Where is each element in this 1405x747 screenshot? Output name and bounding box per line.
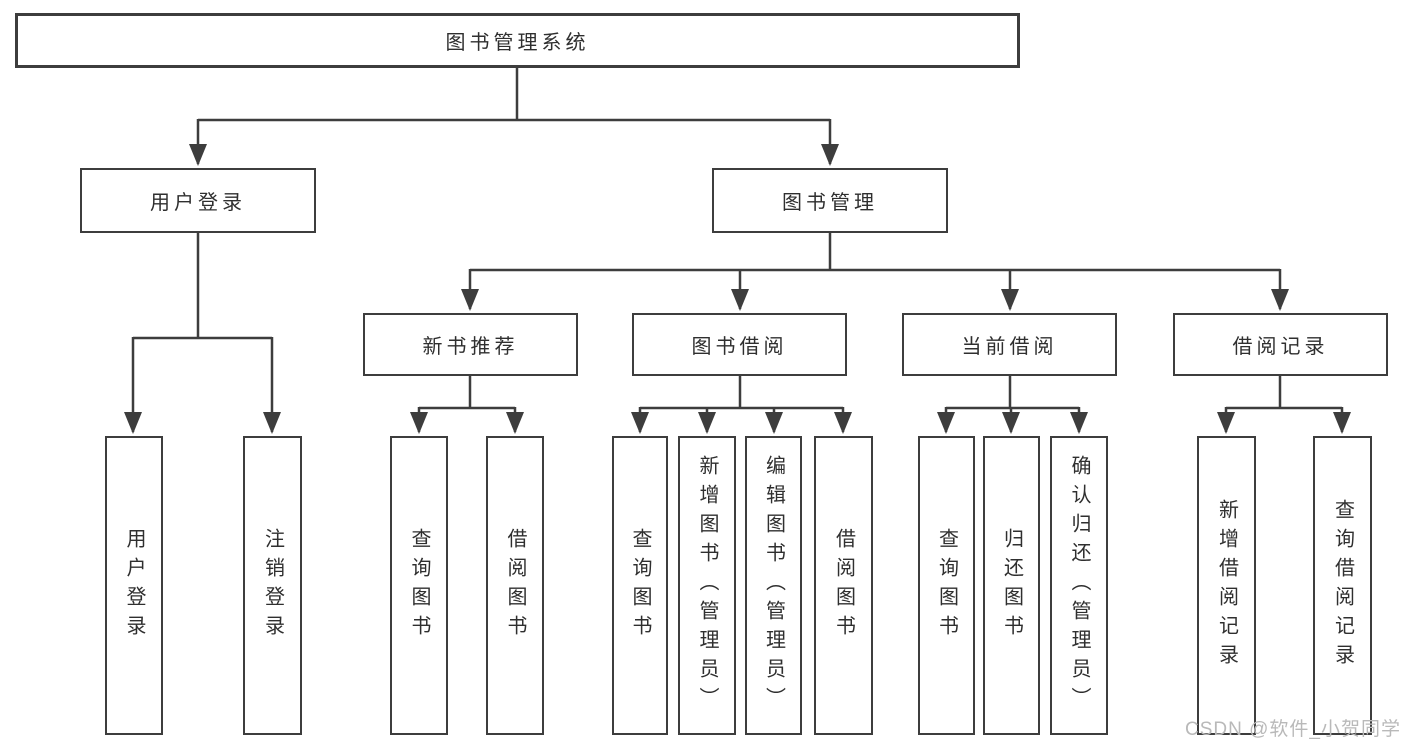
node-book-management-label: 图书管理 — [782, 192, 878, 214]
connector-root-to-level2 — [189, 68, 839, 166]
leaf-logout-label: 注销登录 — [261, 527, 284, 644]
leaf-borrow-books-1-label: 借阅图书 — [504, 527, 526, 644]
leaf-logout: 注销登录 — [243, 436, 302, 735]
leaf-query-books-3: 查询图书 — [918, 436, 975, 735]
node-book-management: 图书管理 — [712, 168, 948, 233]
leaf-confirm-return-admin-label: 确认归还（管理员） — [1068, 455, 1090, 716]
leaf-borrow-books-1: 借阅图书 — [486, 436, 544, 735]
node-new-book-recommend: 新书推荐 — [363, 313, 578, 376]
node-user-login: 用户登录 — [80, 168, 316, 233]
node-borrow-records-label: 借阅记录 — [1232, 336, 1329, 358]
connector-user-login-branch — [124, 233, 281, 434]
leaf-query-books-2-label: 查询图书 — [629, 527, 651, 644]
node-user-login-label: 用户登录 — [150, 192, 246, 214]
leaf-query-books-1-label: 查询图书 — [408, 527, 430, 644]
connector-new-book-branch — [410, 376, 524, 434]
watermark-text: CSDN @软件_小贺同学 — [1185, 719, 1401, 740]
leaf-query-books-3-label: 查询图书 — [935, 527, 958, 644]
leaf-borrow-books-2-label: 借阅图书 — [832, 527, 855, 644]
leaf-borrow-books-2: 借阅图书 — [814, 436, 873, 735]
leaf-return-books-label: 归还图书 — [1000, 527, 1023, 644]
leaf-user-login: 用户登录 — [105, 436, 163, 735]
leaf-query-books-2: 查询图书 — [612, 436, 668, 735]
leaf-add-borrow-record: 新增借阅记录 — [1197, 436, 1256, 735]
connector-book-borrow-branch — [631, 376, 852, 434]
node-book-borrow: 图书借阅 — [632, 313, 847, 376]
node-root-system-label: 图书管理系统 — [445, 32, 590, 54]
leaf-query-books-1: 查询图书 — [390, 436, 448, 735]
node-new-book-recommend-label: 新书推荐 — [422, 336, 519, 358]
leaf-confirm-return-admin: 确认归还（管理员） — [1050, 436, 1108, 735]
leaf-edit-books-admin-label: 编辑图书（管理员） — [762, 455, 785, 716]
leaf-return-books: 归还图书 — [983, 436, 1040, 735]
leaf-edit-books-admin: 编辑图书（管理员） — [745, 436, 802, 735]
leaf-query-borrow-record-label: 查询借阅记录 — [1331, 498, 1354, 673]
leaf-add-borrow-record-label: 新增借阅记录 — [1215, 498, 1238, 673]
connector-borrow-records-branch — [1217, 376, 1351, 434]
leaf-add-books-admin: 新增图书（管理员） — [678, 436, 736, 735]
node-current-borrow: 当前借阅 — [902, 313, 1117, 376]
node-root-system: 图书管理系统 — [15, 13, 1020, 68]
leaf-add-books-admin-label: 新增图书（管理员） — [696, 455, 718, 716]
node-book-borrow-label: 图书借阅 — [691, 336, 788, 358]
connector-current-borrow-branch — [937, 376, 1088, 434]
node-borrow-records: 借阅记录 — [1173, 313, 1388, 376]
connector-book-mgmt-branch — [461, 233, 1289, 311]
node-current-borrow-label: 当前借阅 — [961, 336, 1058, 358]
leaf-query-borrow-record: 查询借阅记录 — [1313, 436, 1372, 735]
leaf-user-login-label: 用户登录 — [123, 527, 145, 644]
